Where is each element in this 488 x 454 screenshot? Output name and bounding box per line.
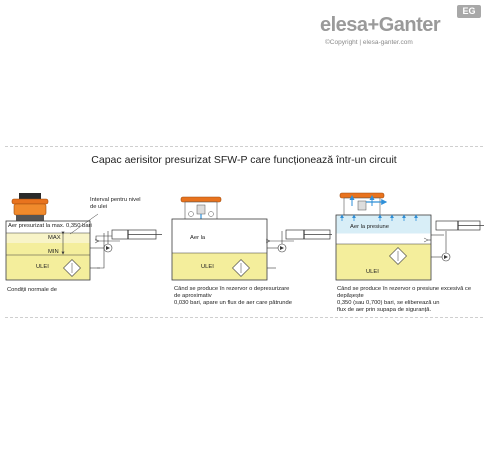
air-pressure-3: [336, 215, 431, 234]
breather-cap-3: [339, 192, 388, 216]
oil-3: [336, 244, 431, 280]
panel-2-caption-line-1: Când se produce în rezervor o depresuriz…: [174, 286, 290, 292]
oil-1: [6, 243, 90, 280]
brand-logo: elesa+Ganter: [320, 14, 441, 36]
divider-bottom: [5, 317, 483, 318]
panel-1-max-label: MAX: [48, 235, 61, 241]
panel-1: [5, 193, 162, 281]
panel-3-oil-label: ULEI: [366, 269, 379, 275]
panel-1-min-label: MIN: [48, 249, 59, 255]
panel-2: [171, 196, 332, 281]
panel-3-caption-line-1: Când se produce în rezervor o presiune e…: [337, 286, 472, 292]
diagram-title: Capac aerisitor presurizat SFW-P care fu…: [91, 154, 397, 166]
panel-2-air-label: Aer la: [190, 235, 206, 241]
panel-1-level-label: Interval pentru nivel de ulei: [90, 197, 141, 210]
panel-1-air-label: Aer presurizat la max. 0,350 bari: [8, 223, 92, 229]
panel-3-caption-line-2: depășește: [337, 293, 364, 299]
panel-2-caption-line-3: 0,030 bari, apare un flux de aer care pă…: [174, 300, 292, 306]
copyright-text: ©Copyright | elesa-ganter.com: [325, 39, 413, 46]
divider-top: [5, 146, 483, 147]
oil-level-band-1: [6, 233, 90, 243]
breather-cap-1: [11, 193, 49, 221]
panel-1-oil-label: ULEI: [36, 264, 49, 270]
panel-3-caption-line-4: flux de aer prin supapa de siguranță.: [337, 307, 432, 313]
panel-2-caption-line-2: de aproximativ: [174, 293, 212, 299]
panel-1-caption-line-1: Condiții normale de: [7, 287, 57, 293]
oil-2: [172, 253, 267, 280]
panel-3-air-label: Aer la presiune: [350, 224, 389, 230]
panel-3-caption-line-3: 0,350 (sau 0,700) bari, se eliberează un: [337, 300, 440, 306]
brand-badge: EG: [457, 5, 481, 18]
breather-cap-2: [180, 196, 222, 229]
panel-2-oil-label: ULEI: [201, 264, 214, 270]
panel-3: [335, 192, 484, 281]
